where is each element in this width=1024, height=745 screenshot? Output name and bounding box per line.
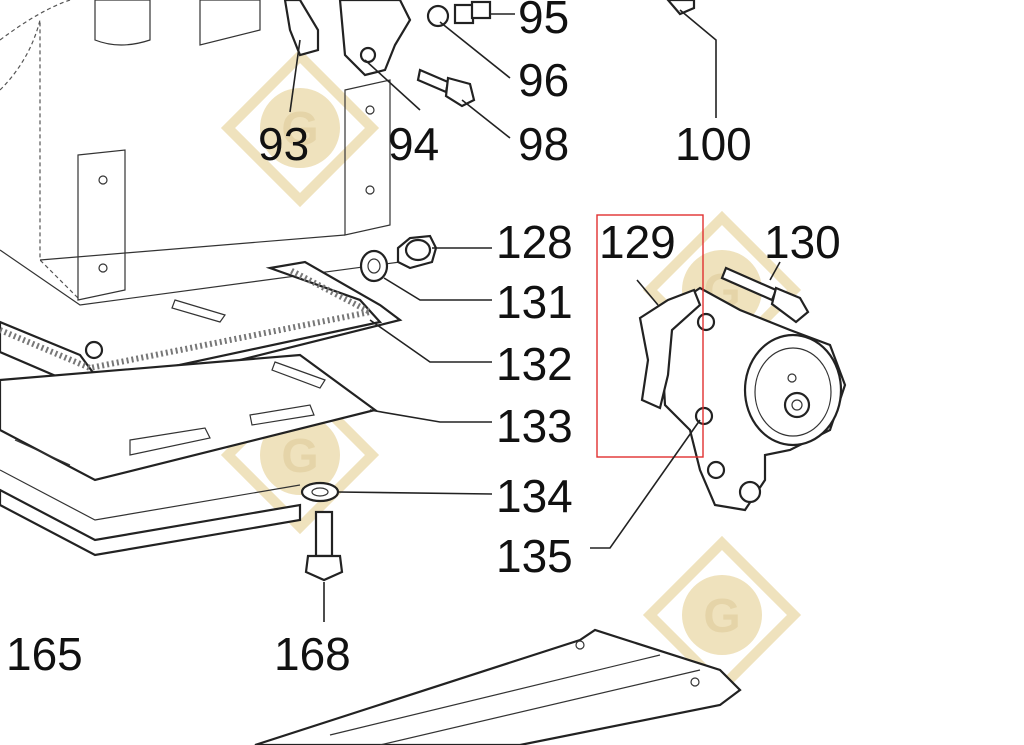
bolt-168: [304, 510, 344, 582]
pump-gasket-129: [638, 288, 702, 410]
callout-135: 135: [496, 530, 573, 582]
oil-pan: [0, 299, 378, 557]
bolt-98: [416, 68, 476, 108]
callout-96: 96: [518, 54, 569, 106]
callout-93: 93: [258, 118, 309, 170]
bolt-130: [720, 266, 810, 324]
watermark-logo-1: G: [220, 48, 380, 208]
callout-129: 129: [599, 216, 676, 268]
callout-168: 168: [274, 628, 351, 680]
callout-132: 132: [496, 338, 573, 390]
bracket-part: [283, 0, 412, 77]
engine-block: [0, 0, 401, 306]
callout-100: 100: [675, 118, 752, 170]
part-100: [666, 0, 696, 16]
callout-95: 95: [518, 0, 569, 43]
callout-94: 94: [388, 118, 439, 170]
washer-134: [300, 481, 340, 503]
leader-lines: [289, 9, 781, 622]
callout-134: 134: [496, 470, 573, 522]
watermark-letter: G: [703, 590, 740, 643]
drain-plug-128: [396, 234, 438, 270]
washer-131: [359, 249, 389, 283]
callout-130: 130: [764, 216, 841, 268]
watermark-letter: G: [281, 430, 318, 483]
callout-133: 133: [496, 400, 573, 452]
highlight-box-129: [596, 214, 704, 458]
callout-128: 128: [496, 216, 573, 268]
watermark-letter: G: [281, 103, 318, 156]
bolt-95: [426, 0, 492, 28]
water-pump-assembly: [658, 286, 847, 512]
callout-98: 98: [518, 118, 569, 170]
callout-165: 165: [6, 628, 83, 680]
callout-131: 131: [496, 276, 573, 328]
underbody-plate: [254, 628, 742, 745]
